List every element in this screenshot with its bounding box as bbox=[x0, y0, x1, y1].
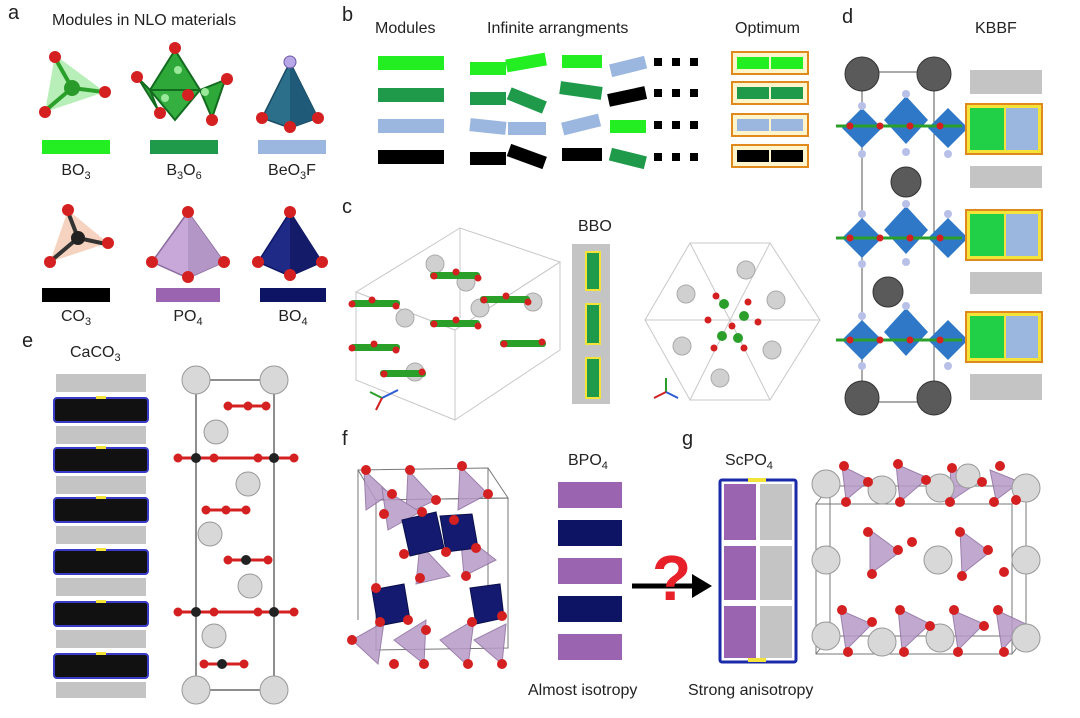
b-module-bar-green bbox=[378, 56, 444, 70]
b3o6-label: B3O6 bbox=[166, 162, 202, 183]
b-module-bar-black bbox=[378, 150, 444, 164]
po4-structure bbox=[146, 206, 230, 283]
beo3f-label: BeO3F bbox=[268, 162, 316, 183]
panel-c-letter: c bbox=[342, 196, 352, 218]
panel-f-caption: Almost isotropy bbox=[528, 682, 638, 699]
panel-b-arrangements-title: Infinite arrangments bbox=[487, 20, 629, 37]
bo3-label: BO3 bbox=[61, 162, 91, 183]
scpo4-bar-column bbox=[718, 478, 798, 664]
panel-d-letter: d bbox=[842, 6, 854, 28]
bo4-label: BO4 bbox=[278, 308, 308, 329]
beo3f-bar bbox=[258, 140, 326, 154]
panel-b-optimum-title: Optimum bbox=[735, 20, 800, 37]
bbo-hexagon-view bbox=[644, 242, 821, 401]
panel-e-caco3-label: CaCO3 bbox=[70, 344, 121, 365]
panel-f-letter: f bbox=[342, 428, 348, 450]
beo3f-structure bbox=[256, 55, 324, 133]
po4-label: PO4 bbox=[173, 308, 203, 329]
optimum-boxes bbox=[731, 51, 809, 168]
panel-a-title: Modules in NLO materials bbox=[52, 12, 237, 29]
bbo-bar-column bbox=[572, 244, 610, 404]
bo3-bar bbox=[42, 140, 110, 154]
question-arrow: ? bbox=[632, 542, 712, 614]
panel-d-kbbf-label: KBBF bbox=[975, 20, 1017, 37]
bbo-rings-3d bbox=[348, 268, 546, 378]
caco3-bar-column bbox=[53, 374, 149, 698]
b3o6-structure bbox=[131, 42, 233, 126]
panel-g-letter: g bbox=[682, 428, 694, 450]
bbo-axes bbox=[369, 389, 399, 411]
b-module-bar-darkgreen bbox=[378, 88, 444, 102]
panel-b-letter: b bbox=[342, 4, 354, 26]
bo4-structure bbox=[252, 206, 328, 281]
co3-label: CO3 bbox=[60, 308, 92, 329]
panel-a-letter: a bbox=[8, 2, 20, 24]
kbbf-bar-column bbox=[965, 70, 1043, 400]
bo3-structure bbox=[39, 51, 111, 118]
bpo4-bar-column bbox=[558, 482, 622, 660]
b-module-bar-lightblue bbox=[378, 119, 444, 133]
panel-e-letter: e bbox=[22, 330, 34, 352]
po4-bar bbox=[156, 288, 220, 302]
b3o6-bar bbox=[150, 140, 218, 154]
panel-c-bbo-label: BBO bbox=[578, 218, 612, 235]
co3-structure bbox=[44, 204, 114, 268]
panel-f-bpo4-label: BPO4 bbox=[568, 452, 608, 473]
co3-bar bbox=[42, 288, 110, 302]
hex-axes bbox=[653, 378, 679, 399]
panel-g-scpo4-label: ScPO4 bbox=[725, 452, 773, 473]
panel-g-caption: Strong anisotropy bbox=[688, 682, 814, 699]
svg-text:?: ? bbox=[652, 542, 691, 614]
panel-b-modules-title: Modules bbox=[375, 20, 436, 37]
bo4-bar bbox=[260, 288, 326, 302]
